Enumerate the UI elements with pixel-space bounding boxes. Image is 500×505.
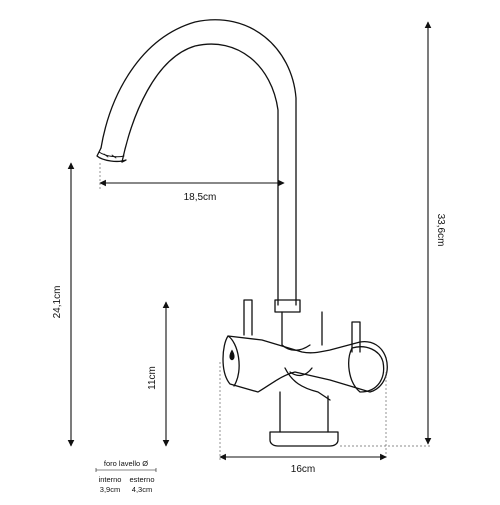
spout-nozzle [96, 147, 127, 163]
spout-reach-label: 18,5cm [184, 192, 217, 203]
body-cylinder [222, 335, 388, 393]
base-plate [269, 431, 339, 447]
total-height-label: 33,6cm [435, 214, 446, 247]
body-column [281, 311, 323, 346]
spout-height-label: 24,1cm [52, 286, 63, 319]
base-width-label: 16cm [291, 464, 315, 475]
collar [274, 299, 301, 313]
cylinder-right-cap [348, 346, 385, 393]
body-center-twist [281, 344, 313, 377]
outer-diameter-value: 4,3cm [132, 485, 152, 494]
body-curve-lower [284, 367, 331, 401]
left-lever [243, 299, 253, 336]
lower-stem [279, 391, 329, 433]
inner-diameter-label: interno [99, 475, 122, 484]
spout-outer-line [100, 19, 297, 306]
water-drop-icon [229, 349, 235, 361]
body-height-label: 11cm [147, 366, 158, 390]
sink-hole-legend: foro lavello Ø interno esterno 3,9cm 4,3… [95, 459, 157, 494]
sink-hole-title: foro lavello Ø [104, 459, 148, 468]
outer-diameter-label: esterno [129, 475, 154, 484]
spout-inner-line [121, 43, 279, 306]
inner-diameter-value: 3,9cm [100, 485, 120, 494]
dimension-arrows [67, 21, 432, 461]
aerator-mark [103, 153, 117, 159]
aerator-ring [98, 151, 125, 158]
cylinder-left-cap [227, 335, 240, 387]
extension-lines [99, 163, 430, 460]
faucet-drawing [96, 19, 388, 447]
